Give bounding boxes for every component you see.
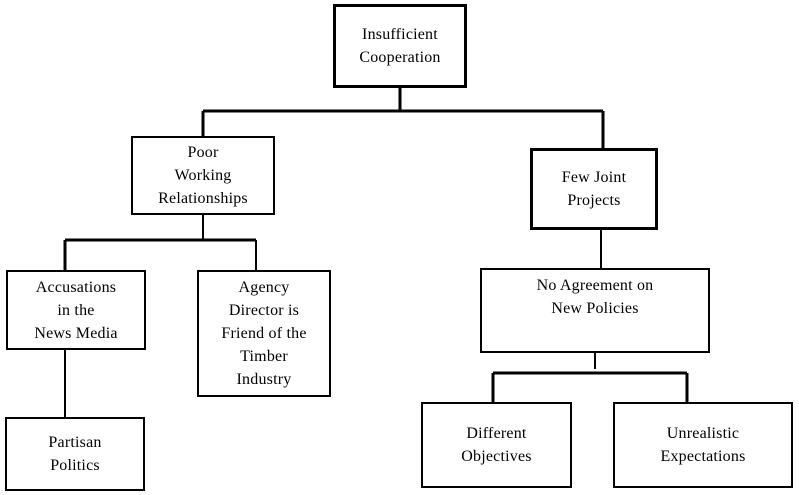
node-poor-working-relationships-label: Poor Working Relationships <box>158 144 248 207</box>
node-agency-director: Agency Director is Friend of the Timber … <box>197 270 331 397</box>
node-no-agreement-new-policies: No Agreement on New Policies <box>480 268 710 353</box>
node-insufficient-cooperation: Insufficient Cooperation <box>333 4 467 88</box>
node-different-objectives-label: Different Objectives <box>461 425 532 465</box>
node-unrealistic-expectations: Unrealistic Expectations <box>613 402 793 488</box>
node-poor-working-relationships: Poor Working Relationships <box>131 136 275 215</box>
node-accusations-news-media-label: Accusations in the News Media <box>34 278 118 342</box>
node-few-joint-projects-label: Few Joint Projects <box>561 169 627 209</box>
node-different-objectives: Different Objectives <box>421 402 572 488</box>
node-insufficient-cooperation-label: Insufficient Cooperation <box>359 26 441 66</box>
node-accusations-news-media: Accusations in the News Media <box>6 270 146 350</box>
node-agency-director-label: Agency Director is Friend of the Timber … <box>221 279 307 388</box>
node-few-joint-projects: Few Joint Projects <box>530 148 658 230</box>
node-unrealistic-expectations-label: Unrealistic Expectations <box>660 425 746 465</box>
node-partisan-politics-label: Partisan Politics <box>48 434 102 474</box>
node-partisan-politics: Partisan Politics <box>5 417 145 491</box>
node-no-agreement-new-policies-label: No Agreement on New Policies <box>536 277 654 317</box>
